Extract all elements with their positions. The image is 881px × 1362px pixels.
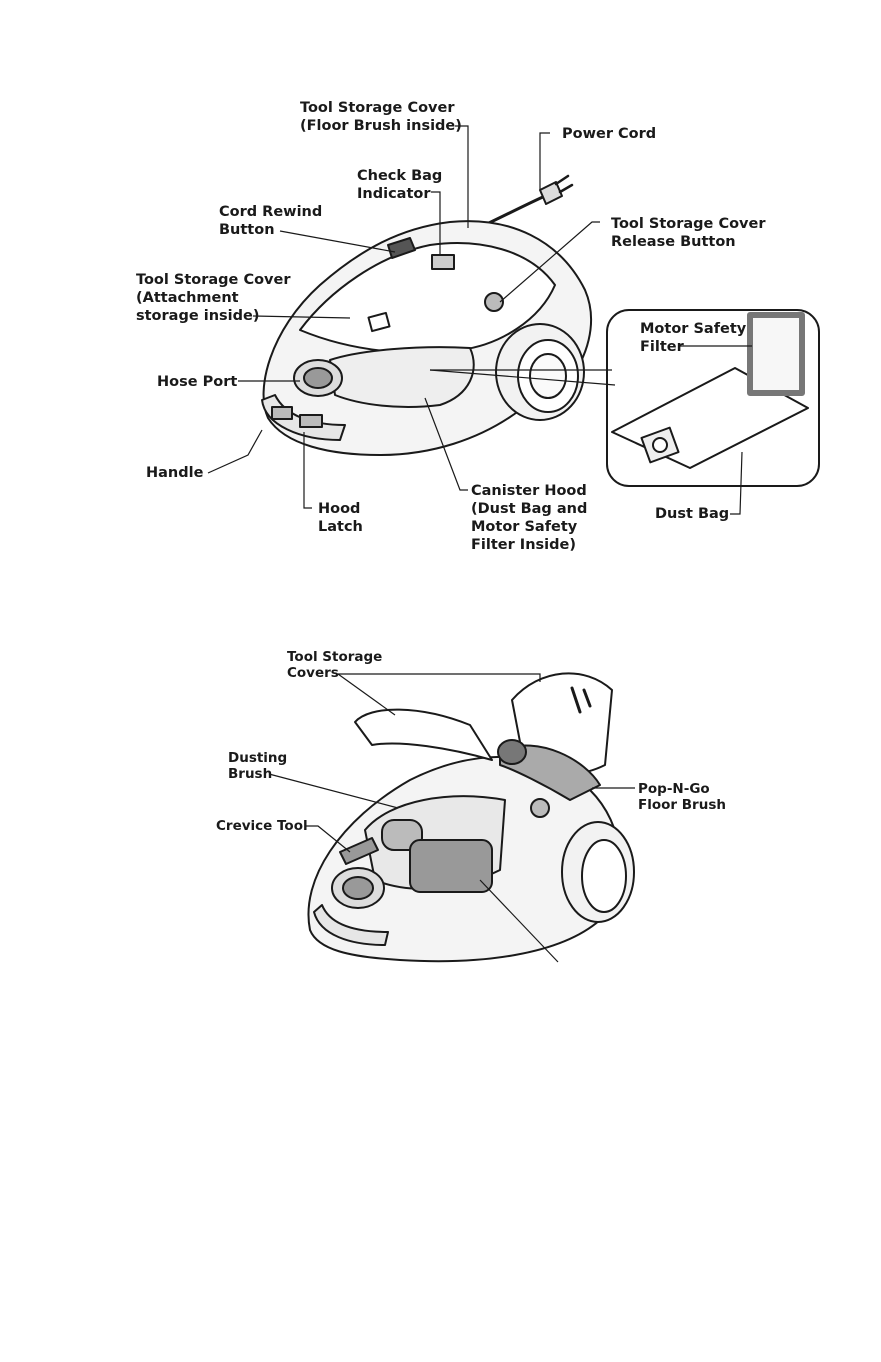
label-check-bag-indicator: Check Bag Indicator: [357, 168, 443, 202]
crevice-tool-drawing: [339, 837, 379, 865]
label-hose-port: Hose Port: [157, 374, 238, 390]
motor-section-drawing: [409, 839, 493, 893]
open-cover-left: [354, 708, 493, 761]
cord-rewind-button-shape: [387, 237, 416, 259]
label-canister-hood: Canister Hood (Dust Bag and Motor Safety…: [471, 483, 588, 553]
power-plug: [539, 181, 563, 205]
fig1-leader-lines: [207, 125, 752, 515]
motor-safety-filter-drawing: [749, 314, 803, 394]
release-button-shape: [484, 292, 504, 312]
label-dust-bag: Dust Bag: [655, 506, 730, 522]
label-motor-safety-filter: Motor Safety Filter: [640, 321, 747, 355]
label-tool-storage-cover-release: Tool Storage Cover Release Button: [611, 216, 766, 250]
label-tool-storage-covers: Tool Storage Covers: [287, 649, 383, 681]
label-cord-rewind-button: Cord Rewind Button: [219, 204, 323, 238]
inset-box: [606, 309, 820, 487]
vacuum-closed-illustration: [261, 174, 592, 456]
label-handle: Handle: [146, 465, 204, 481]
label-dusting-brush: Dusting Brush: [228, 750, 288, 782]
check-bag-indicator-window: [431, 254, 455, 270]
fig2-leader-lines: [268, 673, 635, 963]
label-tool-storage-cover-attachment: Tool Storage Cover (Attachment storage i…: [136, 272, 291, 324]
floor-brush-drawing: [499, 744, 601, 801]
label-hood-latch: Hood Latch: [318, 501, 363, 535]
canister-hood-panel: [329, 346, 475, 408]
label-tool-storage-cover-floor: Tool Storage Cover (Floor Brush inside): [300, 100, 462, 134]
label-pop-n-go: Pop-N-Go Floor Brush: [638, 781, 726, 813]
vacuum-open-illustration: [307, 672, 635, 963]
label-crevice-tool: Crevice Tool: [216, 818, 308, 834]
label-power-cord: Power Cord: [562, 126, 657, 142]
